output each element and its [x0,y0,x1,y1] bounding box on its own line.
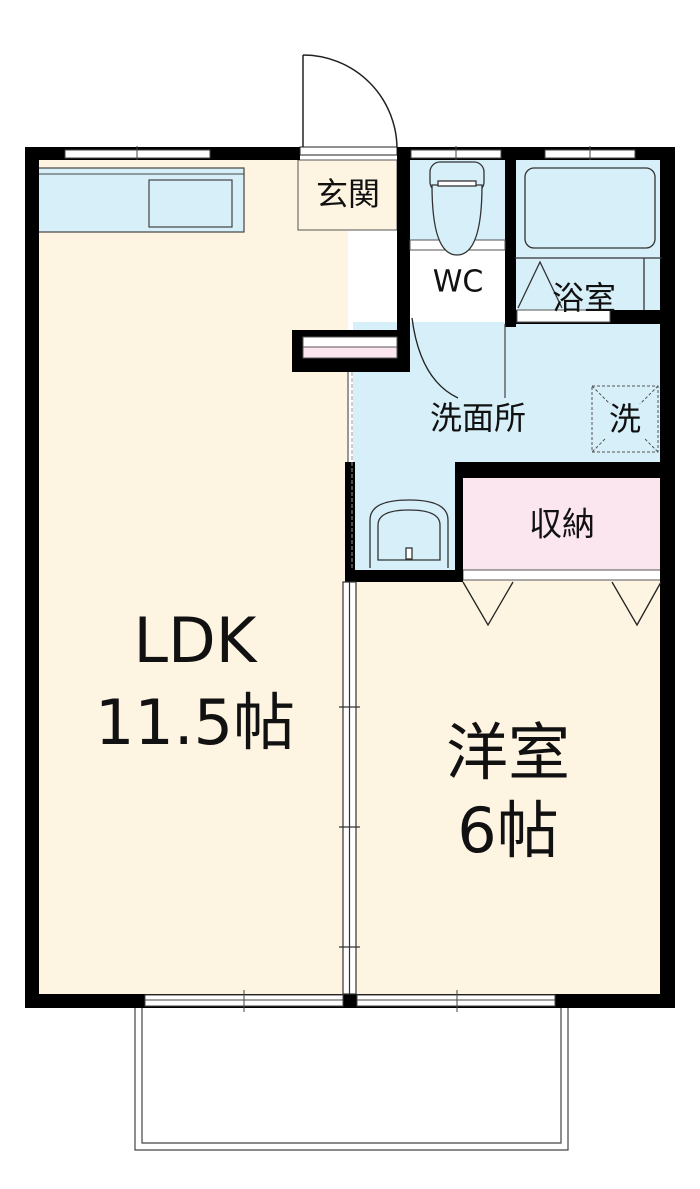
windows [64,146,636,1012]
western-room-floor [355,580,662,995]
toilet-icon [429,161,485,256]
western-room-size: 6帖 [457,794,558,867]
entrance-label: 玄関 [316,175,380,213]
bathtub-icon [515,167,662,310]
balcony [134,1008,569,1151]
storage-door-strip [462,569,663,581]
washroom-door-swing [411,317,459,399]
kitchen-sink [148,179,233,228]
ldk-floor [38,160,348,995]
shelf [302,336,398,348]
toilet-label: WC [433,265,484,300]
washbasin-icon [369,499,449,568]
washer-label: 洗 [609,400,641,438]
storage-floor [463,478,662,570]
entrance-door [299,54,398,156]
bath-door-strip [516,309,611,323]
bathroom-label: 浴室 [552,279,616,317]
ldk-size: 11.5帖 [95,686,295,759]
ldk-label: LDK [134,604,258,677]
closet-doors [462,581,662,627]
storage-label: 収納 [529,505,595,544]
entrance-floor [297,159,398,231]
shelf-pink [302,346,398,359]
sliding-partition [339,581,360,995]
western-room-label: 洋室 [446,716,570,789]
washroom-label: 洗面所 [430,399,526,437]
